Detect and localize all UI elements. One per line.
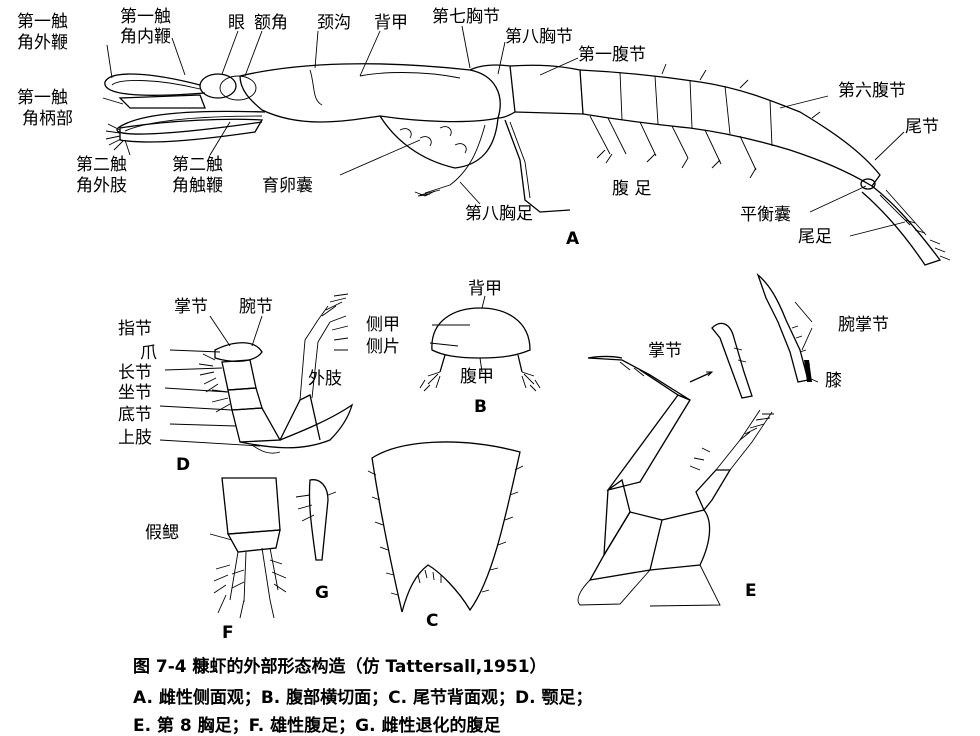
mysid-morphology-figure: 第一触 角外鞭 第一触 角内鞭 眼 额角 颈沟 背甲 第七胸节 第八胸节 第一腹…: [17, 7, 951, 643]
label-abdominal1: 第一腹节: [578, 45, 646, 65]
label-thoracic-leg8: 第八胸足: [465, 204, 533, 224]
panel-a-drawing: [102, 25, 951, 266]
label-ventral-shell: 腹甲: [460, 367, 494, 387]
label-antenna1-inner-line2: 角内鞭: [120, 27, 171, 47]
label-panel-e: E: [745, 581, 757, 601]
label-lateral-plate: 侧片: [366, 337, 400, 357]
label-antenna2-flagellum-line2: 角触鞭: [172, 176, 223, 196]
label-antenna2-flagellum-line1: 第二触: [172, 155, 223, 175]
label-merus: 长节: [118, 363, 152, 383]
label-forehead-angle: 额角: [254, 13, 288, 33]
label-panel-g: G: [315, 583, 329, 603]
label-ischium: 坐节: [118, 383, 152, 403]
label-carpopropodus: 腕掌节: [838, 315, 889, 335]
label-eye: 眼: [228, 13, 245, 33]
label-e-propodus: 掌节: [648, 341, 682, 361]
figure-caption-line2: E. 第 8 胸足；F. 雄性腹足；G. 雌性退化的腹足: [133, 716, 501, 736]
panel-c-drawing: [367, 441, 524, 613]
label-dactylus: 指节: [118, 319, 152, 339]
label-carpus: 腕节: [239, 297, 273, 317]
panel-b-labels: 背甲 侧甲 侧片 腹甲 B: [366, 279, 502, 417]
panel-e-drawing: [577, 272, 819, 607]
panel-f-labels: 假鳃 F: [145, 523, 234, 643]
panel-a-labels: 第一触 角外鞭 第一触 角内鞭 眼 额角 颈沟 背甲 第七胸节 第八胸节 第一腹…: [17, 7, 939, 249]
label-b-carapace: 背甲: [468, 279, 502, 299]
label-pseudogill: 假鳃: [145, 523, 179, 543]
label-panel-a: A: [566, 229, 580, 249]
panel-b-drawing: [419, 295, 541, 392]
label-neck-groove: 颈沟: [317, 13, 351, 33]
label-antenna2-exopod-line1: 第二触: [76, 155, 127, 175]
label-epipod: 上肢: [118, 428, 152, 448]
label-panel-b: B: [474, 397, 487, 417]
figure-caption-title: 图 7-4 糠虾的外部形态构造（仿 Tattersall,1951）: [133, 657, 547, 677]
label-antenna1-inner-line1: 第一触: [120, 7, 171, 27]
label-knee: 膝: [825, 371, 842, 391]
panel-e-labels: 掌节 腕掌节 膝 E: [648, 315, 889, 601]
label-lateral-shell: 侧甲: [366, 315, 400, 335]
label-antenna1-base-line1: 第一触: [17, 88, 68, 108]
label-uropod: 尾足: [798, 227, 832, 247]
label-thoracic7: 第七胸节: [432, 7, 500, 27]
label-antenna2-exopod-line2: 角外肢: [76, 176, 127, 196]
label-propodus: 掌节: [174, 297, 208, 317]
figure-caption-line1: A. 雌性侧面观；B. 腹部横切面；C. 尾节背面观；D. 颚足；: [133, 688, 593, 708]
label-brood-pouch: 育卵囊: [262, 176, 313, 196]
panel-d-labels: 掌节 腕节 指节 爪 长节 坐节 底节 上肢 外肢 D: [118, 297, 342, 475]
panel-c-labels: C: [426, 611, 438, 631]
label-antenna1-base-line2: 角柄部: [22, 109, 73, 129]
label-exopod: 外肢: [308, 369, 342, 389]
label-panel-c: C: [426, 611, 438, 631]
label-abdominal6: 第六腹节: [838, 81, 906, 101]
label-pleopod: 腹 足: [612, 179, 651, 199]
label-panel-d: D: [176, 455, 190, 475]
label-thoracic8: 第八胸节: [505, 27, 573, 47]
panel-g-drawing: [295, 479, 337, 561]
label-panel-f: F: [222, 623, 234, 643]
label-statocyst: 平衡囊: [740, 205, 791, 225]
label-antenna1-outer-line1: 第一触: [17, 12, 68, 32]
label-telson: 尾节: [905, 117, 939, 137]
label-carapace: 背甲: [374, 13, 408, 33]
label-claw: 爪: [140, 343, 157, 363]
panel-g-labels: G: [315, 583, 329, 603]
panel-d-drawing: [159, 293, 354, 454]
label-antenna1-outer-line2: 角外鞭: [17, 33, 68, 53]
panel-f-drawing: [209, 477, 287, 619]
label-basis: 底节: [118, 405, 152, 425]
